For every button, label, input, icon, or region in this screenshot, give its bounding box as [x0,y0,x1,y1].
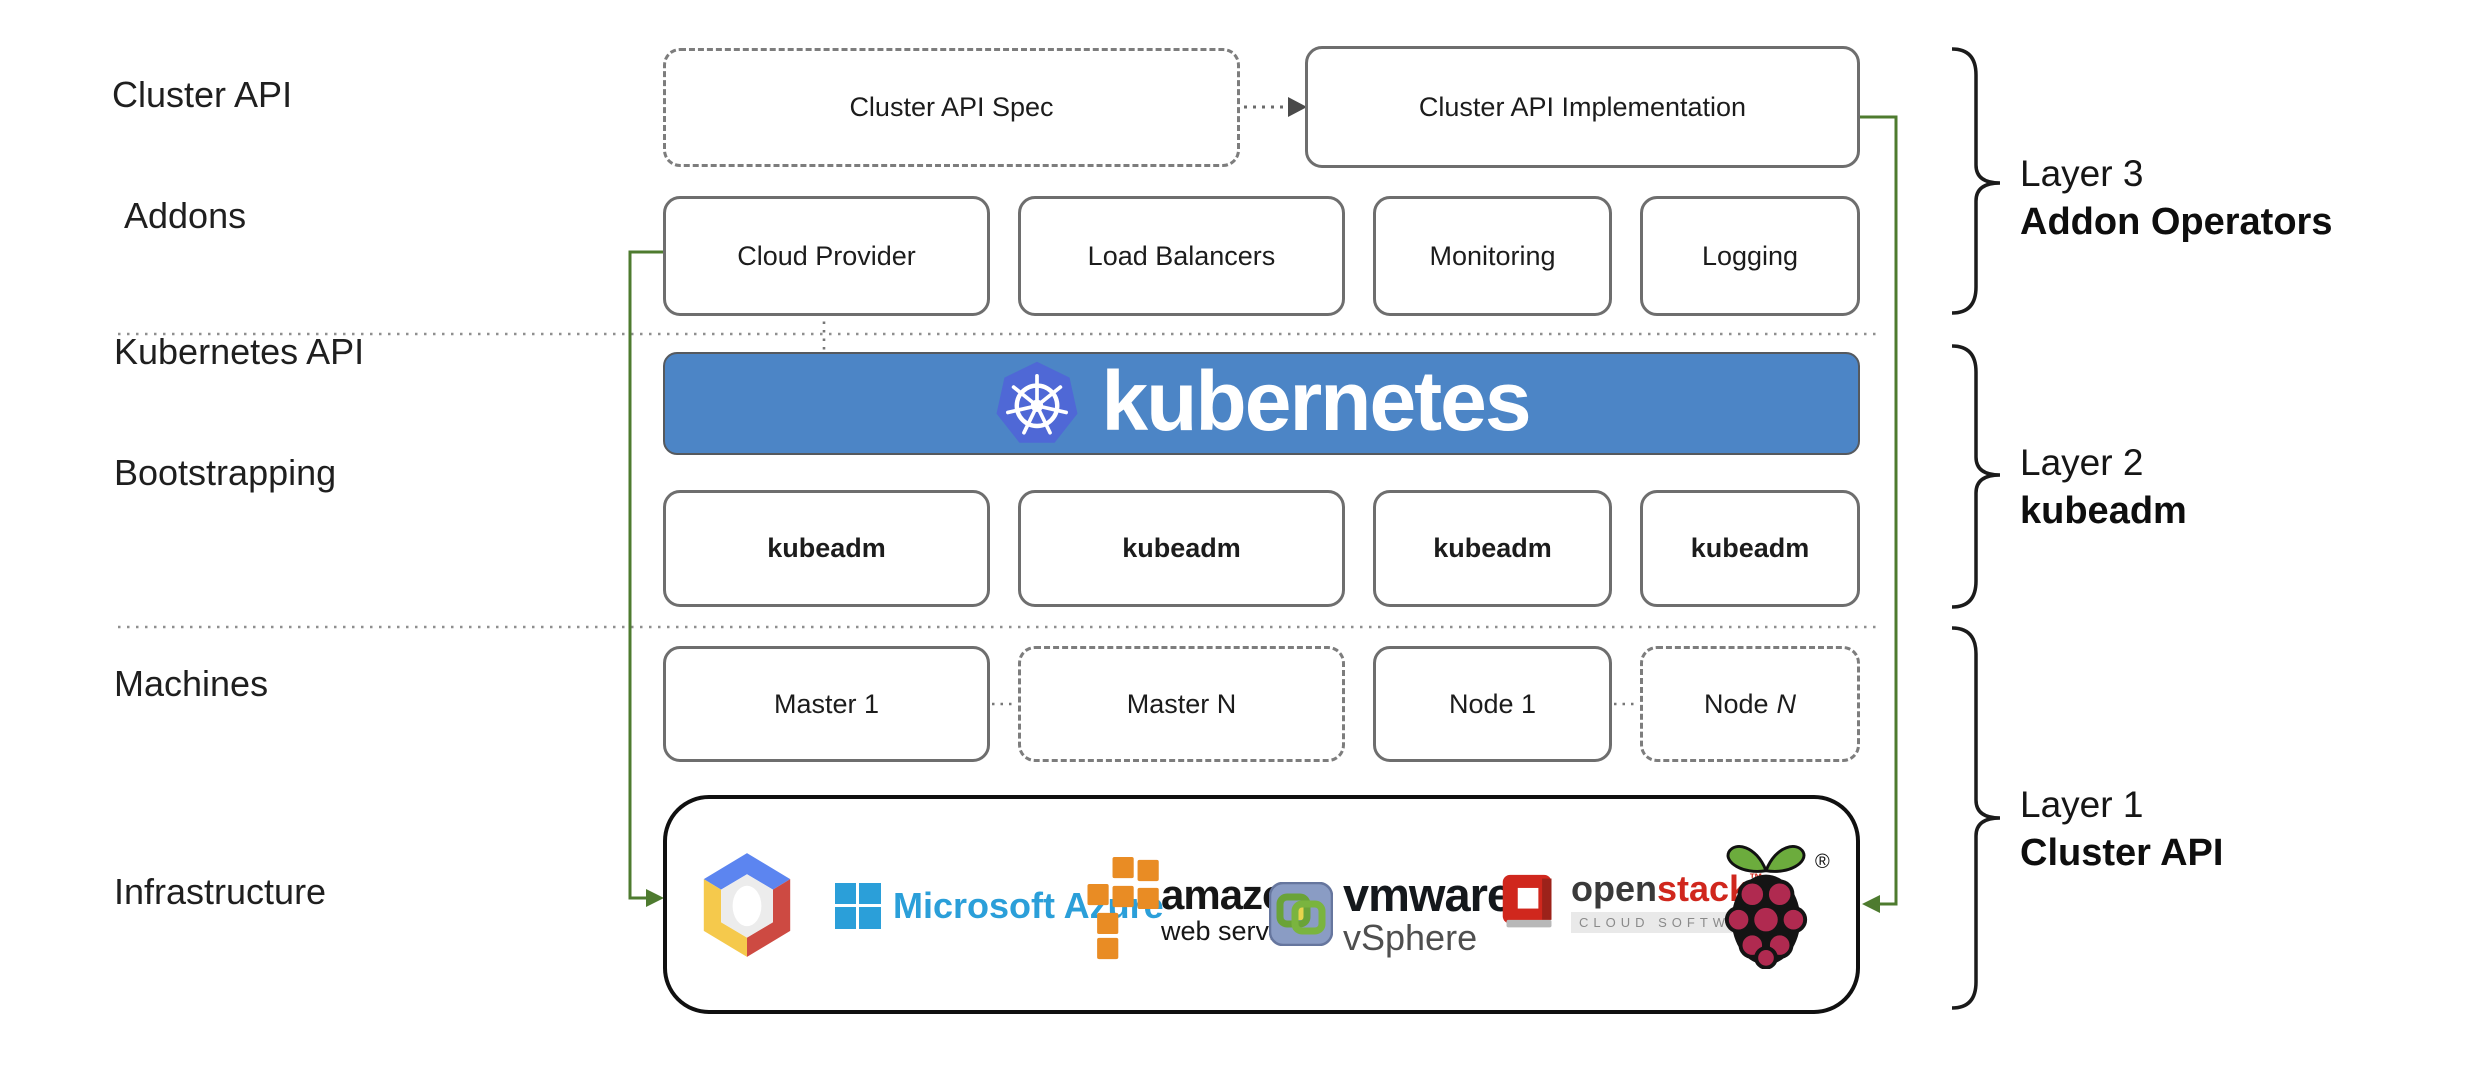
vmware-line1: vmware [1343,868,1513,921]
cloud-provider-box: Cloud Provider [663,196,990,316]
cluster-api-implementation-box: Cluster API Implementation [1305,46,1860,168]
row-label-infrastructure: Infrastructure [114,871,327,912]
vmware-vsphere-logo: vmware vSphere [1269,868,1513,958]
row-label-kubernetes-api: Kubernetes API [114,331,365,372]
logging-box: Logging [1640,196,1860,316]
kubeadm-box-3: kubeadm [1373,490,1612,607]
raspberry-pi-icon [1724,845,1808,969]
vmware-line2: vSphere [1343,917,1478,958]
master-1-box: Master 1 [663,646,990,762]
vmware-icon [1269,881,1333,946]
kubeadm-box-4: kubeadm [1640,490,1860,607]
node-n-label-suffix: N [1776,688,1797,719]
vmware-wordmark: vmware vSphere [1343,868,1513,958]
layer-1-title: Layer 1 [2020,784,2144,825]
node-n-box: Node N [1640,646,1860,762]
raspberry-registered-mark: ® [1815,851,1830,873]
raspberry-pi-logo: ® [1719,839,1830,969]
openstack-icon [1502,874,1552,928]
layer-1-label: Layer 1 Cluster API [2020,786,2223,872]
layer-2-subtitle: kubeadm [2020,490,2187,532]
kubeadm-box-2: kubeadm [1018,490,1345,607]
monitoring-box: Monitoring [1373,196,1612,316]
node-1-box: Node 1 [1373,646,1612,762]
openstack-part1: open [1571,868,1657,909]
kubernetes-wheel-icon [996,361,1078,443]
layer-3-label: Layer 3 Addon Operators [2020,155,2332,241]
row-label-cluster-api: Cluster API [112,74,293,115]
layer-3-title: Layer 3 [2020,153,2144,194]
layer-2-title: Layer 2 [2020,442,2144,483]
cluster-api-spec-box: Cluster API Spec [663,48,1240,167]
green-connector-left [628,250,663,900]
microsoft-window-icon [835,883,881,929]
layer-2-label: Layer 2 kubeadm [2020,444,2187,530]
aws-cubes-icon [1087,857,1159,960]
google-cloud-hexagon-icon [703,853,791,957]
layer-1-subtitle: Cluster API [2020,832,2224,874]
kubernetes-wordmark: kubernetes [1101,353,1531,448]
brace-layer-2-icon [1951,344,2001,609]
google-cloud-logo [699,851,795,959]
brace-layer-3-icon [1951,47,2001,315]
openstack-part2: stack [1657,868,1750,909]
master-n-box: Master N [1018,646,1345,762]
row-label-addons: Addons [124,195,247,236]
kubeadm-box-1: kubeadm [663,490,990,607]
green-connector-right [1860,115,1898,906]
layer-3-subtitle: Addon Operators [2020,201,2333,243]
node-n-label-prefix: Node [1703,688,1769,719]
row-label-machines: Machines [114,663,269,704]
green-arrowhead-left-icon [646,889,664,907]
brace-layer-1-icon [1951,626,2001,1010]
kubernetes-banner: kubernetes [663,352,1860,455]
openstack-logo: openstack™ CLOUD SOFTWARE [1499,868,1780,933]
load-balancers-box: Load Balancers [1018,196,1345,316]
infrastructure-box: Microsoft Azure amazon web services [663,795,1860,1014]
green-arrowhead-right-icon [1862,895,1880,913]
row-label-bootstrapping: Bootstrapping [114,452,337,493]
